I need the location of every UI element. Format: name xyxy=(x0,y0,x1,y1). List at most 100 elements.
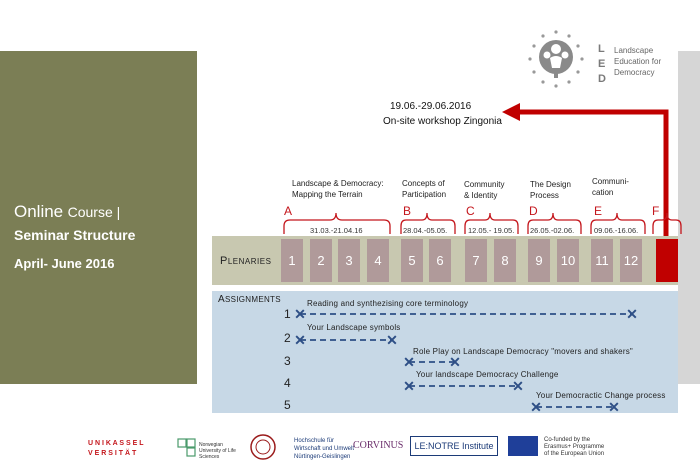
topic-b-line-1: Concepts of xyxy=(402,179,445,188)
led-line-3: Democracy xyxy=(614,68,655,77)
workshop-dates: 19.06.-29.06.2016 xyxy=(390,101,472,112)
plenary-6: 6 xyxy=(429,239,451,282)
kassel-line-1: U N I K A S S E L xyxy=(88,440,144,447)
assignment-4-end-cross-icon: ✕ xyxy=(512,378,524,394)
nmbu-text: Norwegian University of Life Sciences xyxy=(199,442,236,460)
topic-d-letter: D xyxy=(529,204,538,218)
arrow-line xyxy=(518,109,669,237)
title-online: Online xyxy=(14,202,64,221)
hfwu-line-3: Nürtingen-Geislingen xyxy=(294,454,351,460)
erasmus-text: Co-funded by the Erasmus+ Programme of t… xyxy=(544,437,604,458)
topic-f-letter: F xyxy=(652,204,660,218)
assignments-panel xyxy=(212,291,678,413)
assignment-1-num: 1 xyxy=(284,307,291,321)
plenary-1: 1 xyxy=(281,239,303,282)
workshop-place: On-site workshop Zingonia xyxy=(383,116,502,127)
assignment-timelines: ✕ ✕ ✕ ✕ ✕ ✕ ✕ ✕ ✕ ✕ xyxy=(294,306,638,415)
title-course: Course | xyxy=(67,204,121,220)
assignment-4-title: Your landscape Democracy Challenge xyxy=(416,370,559,379)
erasmus-line-3: of the European Union xyxy=(544,451,605,457)
workshop-arrow xyxy=(502,103,669,237)
led-line-2: Education for xyxy=(614,57,662,66)
topic-d-title: The Design Process xyxy=(530,179,571,201)
assignment-5-num: 5 xyxy=(284,398,291,412)
nmbu-logo-icon xyxy=(177,438,196,457)
assignment-3-start-cross-icon: ✕ xyxy=(403,354,415,370)
topic-braces xyxy=(283,212,682,234)
brace-e xyxy=(590,212,646,234)
assignments-label: ASSIGNMENTS xyxy=(218,294,281,305)
plenary-3: 3 xyxy=(338,239,360,282)
assignment-2-end-cross-icon: ✕ xyxy=(386,332,398,348)
topic-d-range: 26.05.-02.06. xyxy=(530,226,575,235)
assignments-label-rest: SSIGNMENTS xyxy=(224,295,281,304)
plenaries-label-initial: P xyxy=(220,255,228,267)
topic-a-letter: A xyxy=(284,204,293,218)
corvinus-logo: CORVINUS xyxy=(353,440,404,451)
assignments-label-initial: A xyxy=(218,294,225,305)
erasmus-line-2: Erasmus+ Programme xyxy=(544,444,605,450)
assignment-1-end-cross-icon: ✕ xyxy=(626,306,638,322)
plenary-4: 4 xyxy=(367,239,389,282)
plenary-11: 11 xyxy=(591,239,613,282)
topic-c-title: Community & Identity xyxy=(464,179,504,201)
assignment-4-num: 4 xyxy=(284,376,291,390)
plenary-5: 5 xyxy=(401,239,423,282)
topic-c-line-1: Community xyxy=(464,180,505,189)
university-seal-icon xyxy=(250,434,276,460)
hfwu-logo: Hochschule für Wirtschaft und Umwelt Nür… xyxy=(294,437,354,461)
assignment-2-title: Your Landscape symbols xyxy=(307,323,401,332)
kassel-line-2: V E R S I T Ä T xyxy=(88,450,137,457)
plenary-7: 7 xyxy=(465,239,487,282)
right-strip xyxy=(678,51,700,384)
led-letters: L E D xyxy=(598,42,607,87)
topic-b-line-2: Participation xyxy=(402,190,447,199)
led-letter-e: E xyxy=(598,58,607,70)
topic-a-range: 31.03.-21.04.16 xyxy=(310,226,363,235)
led-line-1: Landscape xyxy=(614,46,654,55)
plenaries-label: PLENARIES xyxy=(220,255,271,267)
plenary-workshop-block xyxy=(656,239,678,282)
course-title: Online Course | xyxy=(14,202,120,222)
led-text: Landscape Education for Democracy xyxy=(614,45,661,78)
topic-c-line-2: & Identity xyxy=(464,191,498,200)
topic-a-title: Landscape & Democracy: Mapping the Terra… xyxy=(292,178,384,200)
topic-d-line-1: The Design xyxy=(530,180,571,189)
hfwu-line-2: Wirtschaft und Umwelt xyxy=(294,446,355,452)
kassel-logo: U N I K A S S E L V E R S I T Ä T xyxy=(88,439,144,459)
erasmus-line-1: Co-funded by the xyxy=(544,437,591,443)
assignment-3-title: Role Play on Landscape Democracy "movers… xyxy=(413,347,633,356)
topic-a-line-1: Landscape & Democracy: xyxy=(292,179,384,188)
topic-e-range: 09.06.-16.06. xyxy=(594,226,639,235)
topic-c-letter: C xyxy=(466,204,475,218)
brace-a xyxy=(283,212,391,234)
topic-e-title: Communi- cation xyxy=(592,176,629,198)
title-seminar: Seminar Structure xyxy=(14,227,136,243)
plenaries-label-rest: LENARIES xyxy=(227,257,272,266)
arrow-head-icon xyxy=(502,103,520,121)
topic-b-letter: B xyxy=(403,204,412,218)
led-letter-l: L xyxy=(598,43,606,55)
topic-d-line-2: Process xyxy=(530,191,559,200)
assignment-1-start-cross-icon: ✕ xyxy=(294,306,306,322)
topic-e-line-1: Communi- xyxy=(592,177,629,186)
topic-e-line-2: cation xyxy=(592,188,614,197)
led-logo-icon xyxy=(528,30,584,88)
brace-d xyxy=(527,212,582,234)
assignment-1-title: Reading and synthezising core terminolog… xyxy=(307,299,469,308)
plenary-10: 10 xyxy=(557,239,579,282)
assignment-3-end-cross-icon: ✕ xyxy=(449,354,461,370)
assignment-3-num: 3 xyxy=(284,354,291,368)
title-period: April- June 2016 xyxy=(14,256,115,271)
plenary-9: 9 xyxy=(528,239,550,282)
plenary-12: 12 xyxy=(620,239,642,282)
title-panel xyxy=(0,51,197,384)
topic-b-title: Concepts of Participation xyxy=(402,178,446,200)
assignment-4-start-cross-icon: ✕ xyxy=(403,378,415,394)
topic-a-line-2: Mapping the Terrain xyxy=(292,190,363,199)
led-letter-d: D xyxy=(598,73,607,85)
topic-e-letter: E xyxy=(594,204,603,218)
assignment-2-start-cross-icon: ✕ xyxy=(294,332,306,348)
lenotre-logo: LE:NOTRE Institute xyxy=(410,436,498,456)
assignment-5-end-cross-icon: ✕ xyxy=(608,399,620,415)
